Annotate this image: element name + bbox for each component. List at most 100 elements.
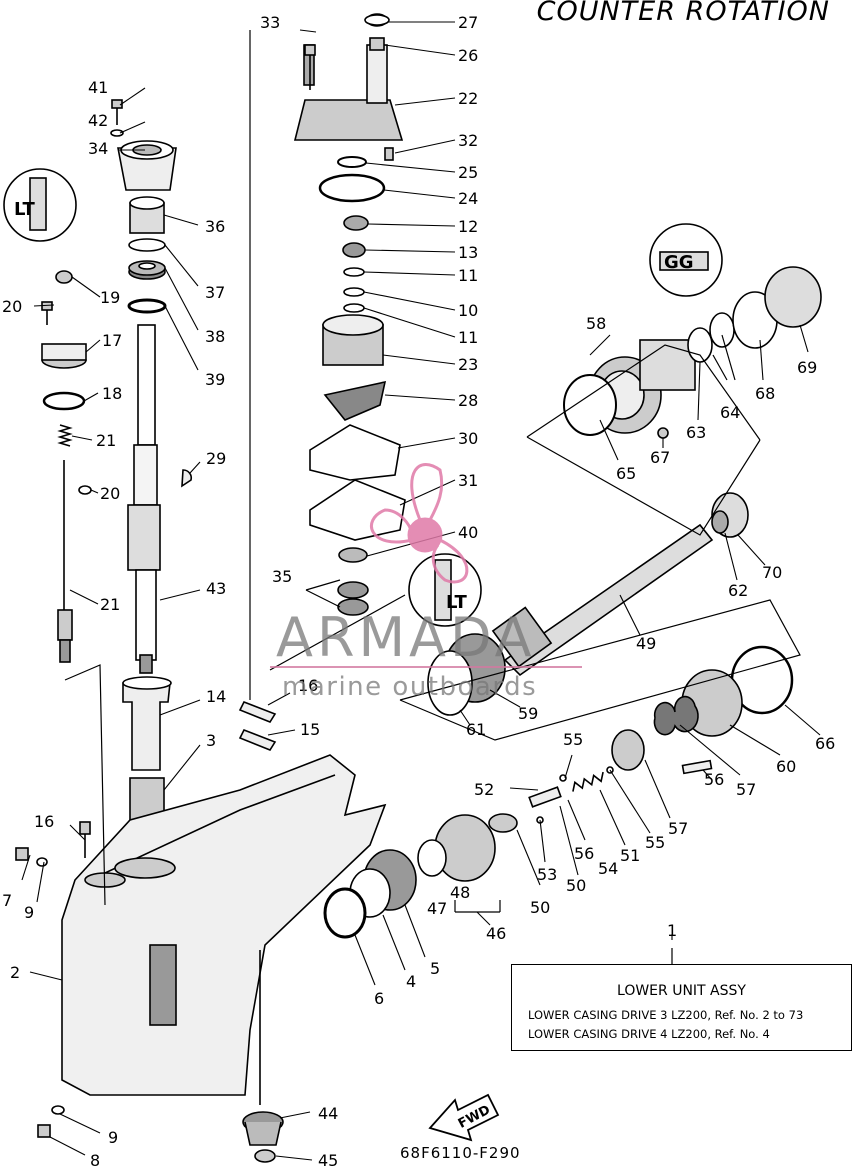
callout-29: 26: [458, 46, 478, 65]
callout-60: 57: [736, 780, 756, 799]
drive-shaft-46: [127, 324, 161, 674]
shift-rod-22: [57, 460, 73, 663]
bearing-38: [337, 581, 369, 616]
seal-13: [342, 242, 366, 258]
callout-24: 21: [96, 431, 116, 450]
gasket-34: [309, 479, 406, 541]
watermark-tagline: marine outboards: [282, 672, 538, 702]
callout-59: 57: [668, 819, 688, 838]
key-32: [181, 469, 193, 488]
lower-casing-2: [61, 754, 387, 1105]
seal-41: [128, 260, 166, 280]
callout-56a: 54: [598, 859, 618, 878]
washer-30: [364, 14, 390, 26]
callout-73: 70: [762, 563, 782, 582]
detail-badge-lt-1: LT: [14, 199, 35, 220]
callout-19: 18: [102, 384, 122, 403]
callout-14: 14: [206, 687, 226, 706]
callout-35: 32: [458, 131, 478, 150]
legend-line-2: LOWER CASING DRIVE 4 LZ200, Ref. No. 4: [528, 1027, 770, 1041]
callout-13: 13: [458, 243, 478, 262]
callout-6: 6: [374, 989, 384, 1008]
o-ring-68: [563, 374, 617, 436]
impeller-housing-26: [322, 314, 384, 366]
callout-26: 23: [458, 355, 478, 374]
washer-11a: [343, 267, 365, 277]
pin-58: [681, 759, 713, 775]
callout-8: 8: [90, 1151, 100, 1167]
drive-shaft-housing: [117, 140, 177, 191]
bolt-7: [15, 847, 29, 861]
diagram-title: COUNTER ROTATION: [536, 0, 830, 27]
callout-55b: 53: [537, 865, 557, 884]
callout-53: 50: [566, 876, 586, 895]
bushing-12: [343, 215, 369, 231]
o-ring-42: [127, 298, 167, 314]
bearing-3: [129, 777, 165, 821]
callout-3: 3: [206, 731, 216, 750]
callout-25: 22: [458, 89, 478, 108]
callout-9a: 9: [24, 903, 34, 922]
callout-40: 37: [205, 283, 225, 302]
spring-60: [653, 695, 699, 736]
shim-50: [417, 839, 447, 877]
bearing-39: [129, 196, 165, 234]
callout-16: 16: [298, 676, 318, 695]
callout-18: 17: [102, 331, 122, 350]
callout-46: 43: [206, 579, 226, 598]
washer-11b: [343, 303, 365, 313]
ball-57: [559, 774, 567, 782]
sleeve-14: [122, 676, 172, 771]
callout-48: 45: [318, 1151, 338, 1167]
callout-45: 42: [88, 111, 108, 130]
watermark-propeller-logo: [369, 463, 469, 584]
callout-63: 60: [776, 757, 796, 776]
callout-52: 50: [530, 898, 550, 917]
legend-heading: LOWER UNIT ASSY: [617, 983, 746, 999]
callout-20: 19: [100, 288, 120, 307]
impeller-31: [323, 380, 387, 421]
spring-24: [57, 424, 73, 447]
callout-68: 65: [616, 464, 636, 483]
clip-23: [78, 485, 92, 495]
callout-12: 12: [458, 217, 478, 236]
o-ring-27: [318, 173, 386, 203]
key-15: [238, 728, 277, 751]
detail-badge-lt-2: LT: [446, 592, 467, 613]
callout-62: 59: [518, 704, 538, 723]
callout-67: 64: [720, 403, 740, 422]
dog-clutch-59: [611, 729, 645, 771]
callout-36: 33: [260, 13, 280, 32]
callout-21: 20: [2, 297, 22, 316]
propeller-shaft-51: [491, 523, 714, 677]
shim-6: [323, 887, 367, 939]
callout-50a: 47: [427, 899, 447, 918]
bolt-36: [304, 44, 316, 90]
drawing-code: 68F6110-F290: [400, 1144, 521, 1162]
callout-11b: 11: [458, 328, 478, 347]
callout-37: 34: [88, 139, 108, 158]
callout-15: 15: [300, 720, 320, 739]
spring-54: [572, 771, 604, 792]
callout-42: 39: [205, 370, 225, 389]
callout-38: 35: [272, 567, 292, 586]
washer-10: [343, 287, 365, 297]
callout-labels: 27 26 22 32 25 24 12 13 11 10 11 23 28 3…: [2, 13, 835, 1167]
callout-50b: 48: [450, 883, 470, 902]
callout-27: 24: [458, 189, 478, 208]
callout-31: 28: [458, 391, 478, 410]
callout-70: 67: [650, 448, 670, 467]
callout-72: 69: [797, 358, 817, 377]
fwd-arrow: [428, 1093, 500, 1142]
callout-30: 27: [458, 13, 478, 32]
washer-9a: [36, 857, 48, 867]
o-ring-28: [337, 156, 367, 168]
callout-39: 36: [205, 217, 225, 236]
o-ring-19: [42, 391, 86, 411]
callout-5: 5: [430, 959, 440, 978]
watermark-brand: ARMADA: [276, 606, 536, 669]
ring-66: [687, 327, 713, 363]
callout-51: 49: [636, 634, 656, 653]
